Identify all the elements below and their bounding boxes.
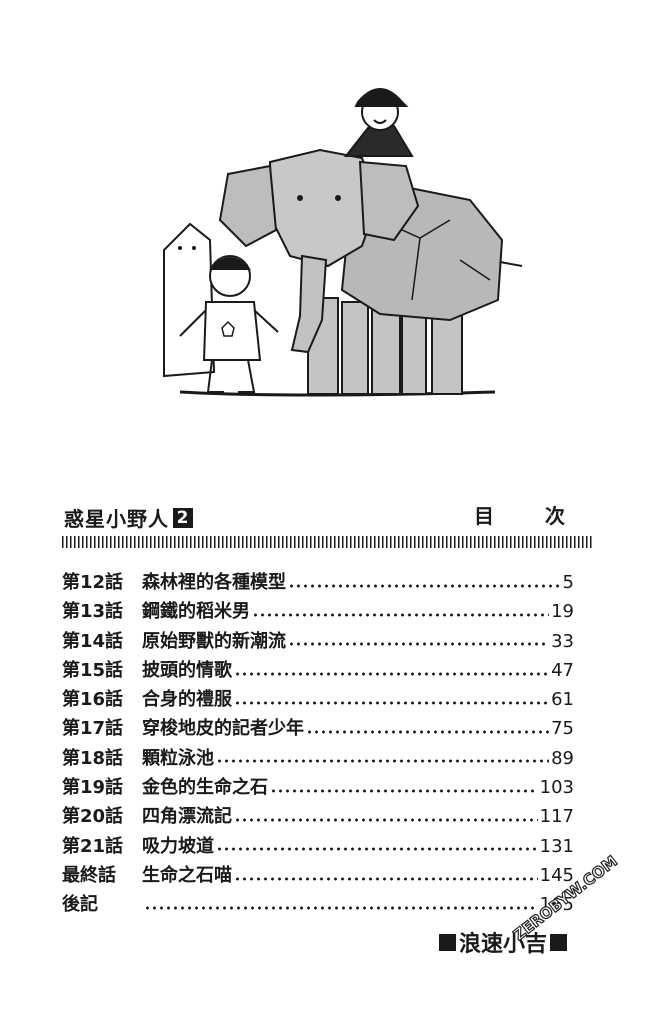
dot-leader	[270, 788, 538, 793]
dot-leader	[234, 671, 550, 676]
page-number: 117	[539, 806, 574, 828]
chapter-title: 森林裡的各種模型	[142, 572, 286, 593]
page-number: 5	[562, 572, 574, 593]
chapter-title: 顆粒泳池	[142, 747, 214, 769]
author-credit: 浪速小吉	[436, 926, 570, 958]
chapter-title: 原始野獸的新潮流	[142, 630, 286, 652]
page-number: 33	[551, 630, 574, 652]
chapter-title: 鋼鐵的稻米男	[142, 601, 250, 623]
toc-heading: 目 次	[474, 504, 587, 528]
toc-row[interactable]: 第19話金色的生命之石 103	[62, 773, 574, 802]
dot-leader	[234, 700, 550, 705]
chapter-title: 四角漂流記	[142, 806, 232, 828]
dot-leader	[288, 583, 561, 588]
chapter-number: 第18話	[62, 747, 124, 769]
toc-row[interactable]: 第16話合身的禮服 61	[62, 685, 574, 714]
page-number: 61	[551, 689, 574, 711]
chapter-number: 第16話	[62, 689, 124, 711]
toc-row[interactable]: 第14話原始野獸的新潮流 33	[62, 627, 574, 656]
decorative-tick-rule	[62, 536, 592, 548]
chapter-number: 第17話	[62, 718, 124, 740]
chapter-number: 第14話	[62, 630, 124, 652]
book-title: 惑星小野人 2	[64, 503, 193, 532]
chapter-number: 第12話	[62, 572, 124, 593]
dot-leader	[288, 642, 550, 647]
page-number: 165	[539, 894, 574, 916]
square-bullet-icon	[439, 933, 456, 951]
page-number: 145	[539, 864, 574, 886]
author-name: 浪速小吉	[459, 932, 548, 957]
chapter-title: 生命之石喵	[142, 864, 232, 886]
chapter-number: 第20話	[62, 806, 124, 828]
toc-row[interactable]: 第15話披頭的情歌 47	[62, 656, 574, 685]
toc-row[interactable]: 第18話顆粒泳池 89	[62, 744, 574, 773]
chapter-title: 吸力坡道	[142, 835, 214, 857]
dot-leader	[216, 759, 550, 764]
page-number: 19	[551, 601, 574, 623]
toc-row[interactable]: 最終話 生命之石喵 145	[62, 861, 574, 890]
dot-leader	[234, 818, 538, 823]
chapter-title: 合身的禮服	[142, 689, 232, 711]
toc-row[interactable]: 第17話穿梭地皮的記者少年 75	[62, 714, 574, 743]
chapter-title: 穿梭地皮的記者少年	[142, 718, 304, 740]
toc-row[interactable]: 第12話森林裡的各種模型 5	[62, 568, 574, 597]
toc-row[interactable]: 第21話吸力坡道 131	[62, 832, 574, 861]
chapter-number: 第21話	[62, 835, 124, 857]
book-title-text: 惑星小野人	[64, 507, 169, 531]
toc-row[interactable]: 第13話鋼鐵的稻米男 19	[62, 597, 574, 626]
chapter-title: 披頭的情歌	[142, 659, 232, 681]
chapter-number: 第19話	[62, 777, 124, 799]
toc-row[interactable]: 後記 165	[62, 890, 574, 919]
page-number: 75	[551, 718, 574, 740]
chapter-number: 第15話	[62, 659, 124, 681]
dot-leader	[216, 847, 538, 852]
page-number: 89	[551, 747, 574, 769]
chapter-number: 最終話	[62, 864, 116, 886]
page-number: 131	[539, 835, 574, 857]
square-bullet-icon	[550, 933, 568, 951]
page-number: 47	[551, 659, 574, 681]
chapter-number: 第13話	[62, 601, 124, 623]
elephant-model-illustration	[163, 88, 523, 397]
dot-leader	[252, 612, 550, 617]
dot-leader	[144, 905, 538, 910]
dot-leader	[306, 730, 550, 735]
chapter-title: 金色的生命之石	[142, 777, 268, 799]
dot-leader	[234, 876, 538, 881]
page-number: 103	[539, 777, 574, 799]
chapter-number: 後記	[62, 894, 98, 916]
volume-badge: 2	[173, 507, 193, 528]
toc-row[interactable]: 第20話四角漂流記 117	[62, 802, 574, 831]
